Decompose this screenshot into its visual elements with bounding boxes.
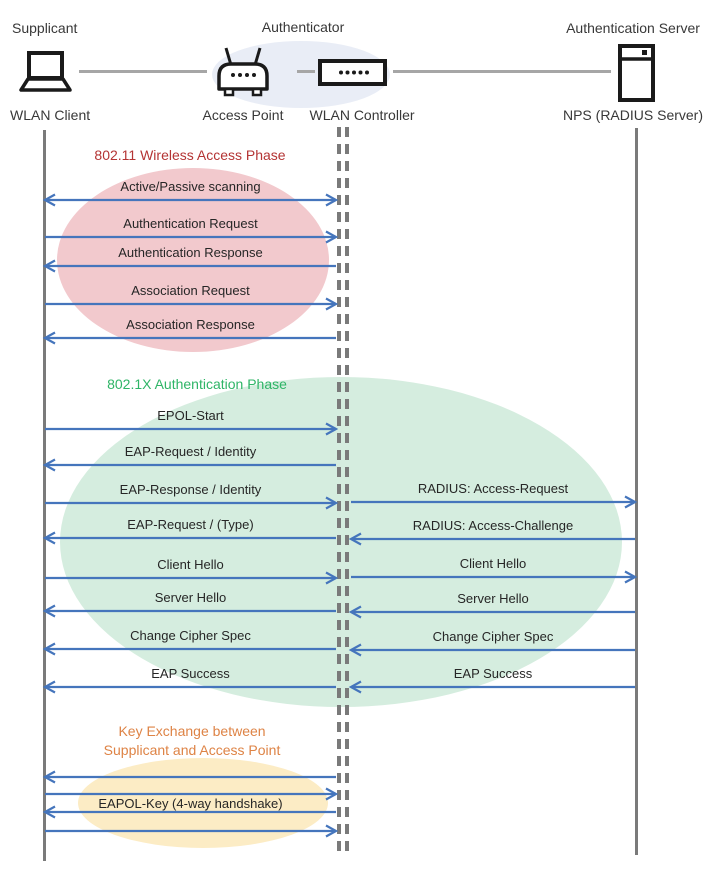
message-label: Authentication Response (118, 245, 263, 260)
wlan-client-label: WLAN Client (10, 107, 91, 123)
message-label: Association Response (126, 317, 255, 332)
message-label: RADIUS: Access-Challenge (412, 518, 574, 533)
controller-lifeline-dashed (345, 127, 349, 858)
message-label: EPOL-Start (157, 408, 224, 423)
nps-server-label: NPS (RADIUS Server) (562, 107, 704, 123)
laptop-icon (19, 51, 72, 92)
message-label: EAP Success (453, 666, 533, 681)
message-label: Client Hello (157, 557, 224, 572)
keyexchange-phase-title: Key Exchange between (118, 723, 266, 739)
message-label: EAPOL-Key (4-way handshake) (98, 796, 283, 811)
message-label: EAP-Response / Identity (119, 482, 262, 497)
link-controller-server (393, 70, 611, 73)
message-label: EAP Success (151, 666, 230, 681)
supplicant-role-label: Supplicant (12, 20, 78, 36)
message-label: Change Cipher Spec (130, 628, 251, 643)
message-label: EAP-Request / Identity (124, 444, 257, 459)
controller-lifeline-dashed (337, 127, 341, 858)
keyexchange-phase-ellipse (78, 758, 328, 848)
message-label: Server Hello (457, 591, 529, 606)
access-point-label: Access Point (202, 107, 284, 123)
client-lifeline (43, 130, 46, 861)
access-point-icon (217, 47, 269, 97)
message-label: Client Hello (459, 556, 527, 571)
message-label: Change Cipher Spec (432, 629, 554, 644)
message-label: EAP-Request / (Type) (127, 517, 254, 532)
message-label: Authentication Request (123, 216, 258, 231)
wireless-phase-ellipse (57, 168, 329, 352)
dot1x-phase-ellipse (60, 377, 622, 707)
dot1x-phase-title: 802.1X Authentication Phase (107, 376, 287, 392)
server-lifeline (635, 128, 638, 855)
message-label: Server Hello (154, 590, 227, 605)
message-label: Active/Passive scanning (120, 179, 261, 194)
auth-server-role-label: Authentication Server (566, 20, 700, 36)
link-client-ap (79, 70, 207, 73)
keyexchange-phase-title: Supplicant and Access Point (103, 742, 281, 758)
link-ap-controller (297, 70, 315, 73)
message-label: RADIUS: Access-Request (417, 481, 569, 496)
wlan-controller-icon (318, 59, 387, 86)
server-icon (618, 44, 655, 102)
wireless-phase-title: 802.11 Wireless Access Phase (94, 147, 286, 163)
wlan-controller-label: WLAN Controller (309, 107, 415, 123)
authenticator-role-label: Authenticator (261, 19, 345, 35)
message-label: Association Request (131, 283, 250, 298)
